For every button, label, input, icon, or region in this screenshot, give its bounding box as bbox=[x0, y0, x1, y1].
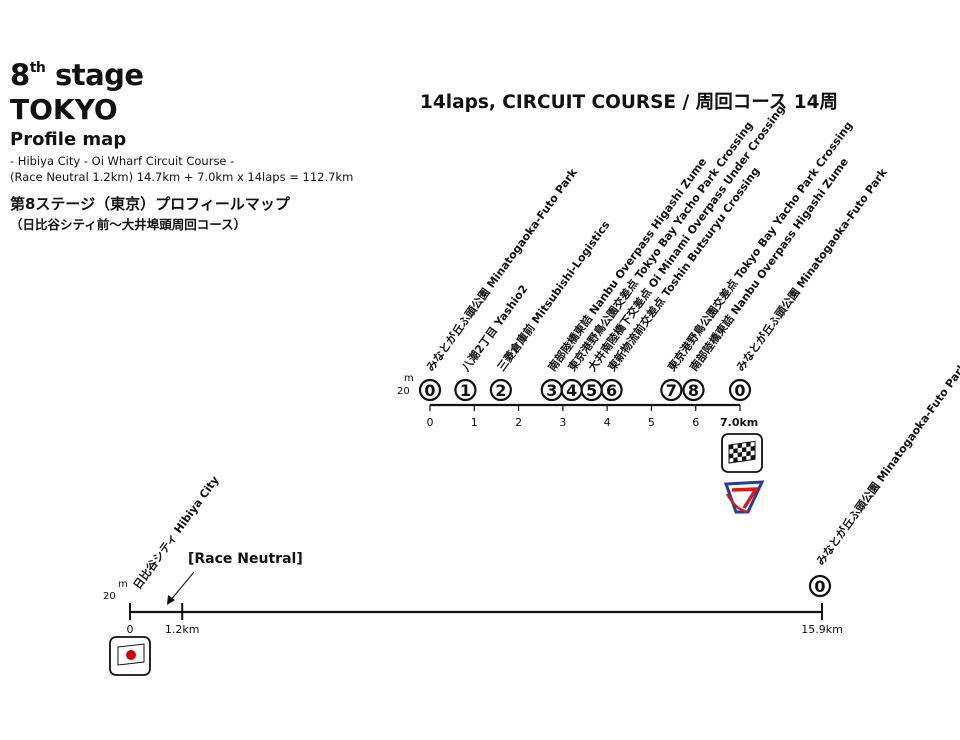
stage-title: 8th stage bbox=[10, 58, 144, 92]
circuit-checkpoint-number: 2 bbox=[495, 381, 506, 400]
circuit-checkpoint-2 bbox=[489, 378, 512, 402]
circuit-checkpoint-number: 8 bbox=[688, 381, 699, 400]
circuit-checkpoint-number: 4 bbox=[566, 381, 577, 400]
circuit-end-label: 7.0km bbox=[720, 416, 758, 429]
approach-end-checkpoint-number: 0 bbox=[814, 577, 825, 596]
approach-tick-label: 15.9km bbox=[801, 623, 843, 636]
stage-word: stage bbox=[54, 58, 144, 92]
circuit-checkpoint-8 bbox=[682, 378, 705, 402]
circuit-checkpoint-label: 八潮2丁目 Yashio2 bbox=[458, 282, 531, 375]
circuit-ticks: 0 1 2 3 4 5 6 bbox=[427, 405, 741, 429]
circuit-checkpoint-number: 3 bbox=[546, 381, 557, 400]
circuit-tick-label: 4 bbox=[604, 416, 611, 429]
approach-tick-label: 1.2km bbox=[165, 623, 200, 636]
circuit-axis-unit-value: 20 bbox=[397, 386, 410, 397]
start-location-label: 日比谷シティ Hibiya City bbox=[130, 473, 222, 592]
checkered-flag-icon bbox=[721, 433, 763, 473]
circuit-checkpoint-number: 0 bbox=[424, 381, 435, 400]
circuit-checkpoint-0 bbox=[418, 378, 442, 402]
circuit-checkpoint-number: 5 bbox=[586, 381, 597, 400]
circuit-checkpoint-label: みなとが丘ふ頭公園 Minatogaoka-Futo Park bbox=[423, 165, 580, 374]
arrow-head-icon bbox=[167, 595, 175, 605]
race-distance: (Race Neutral 1.2km) 14.7km + 7.0km x 14… bbox=[10, 170, 354, 184]
approach-ticks: 0 1.2km 15.9km bbox=[127, 603, 843, 636]
circuit-checkpoint-7 bbox=[660, 378, 683, 402]
circuit-tick-label: 1 bbox=[471, 416, 478, 429]
approach-end-label: みなとが丘ふ頭公園 Minatogaoka-Futo Park bbox=[813, 359, 960, 568]
japanese-course-name: （日比谷シティ前〜大井埠頭周回コース） bbox=[10, 217, 247, 232]
race-neutral-arrow bbox=[169, 571, 195, 602]
tour-of-japan-logo-icon bbox=[723, 480, 765, 514]
race-neutral-label: [Race Neutral] bbox=[188, 551, 303, 567]
approach-axis-unit-m: m bbox=[118, 579, 128, 590]
circuit-checkpoint-1 bbox=[454, 378, 477, 402]
circuit-checkpoint-number: 7 bbox=[666, 381, 677, 400]
city-title: TOKYO bbox=[10, 93, 118, 126]
circuit-checkpoint-9 bbox=[728, 378, 752, 402]
japanese-title: 第8ステージ（東京）プロフィールマップ bbox=[10, 195, 290, 213]
approach-axis-unit-value: 20 bbox=[103, 591, 116, 602]
circuit-tick-label: 3 bbox=[559, 416, 566, 429]
circuit-tick-label: 0 bbox=[427, 416, 434, 429]
profile-subtitle: Profile map bbox=[10, 129, 127, 150]
circuit-checkpoint-number: 0 bbox=[734, 381, 745, 400]
circuit-tick-label: 5 bbox=[648, 416, 655, 429]
circuit-tick-label: 2 bbox=[515, 416, 522, 429]
approach-tick-label: 0 bbox=[127, 623, 134, 636]
circuit-checkpoint-number: 1 bbox=[460, 381, 471, 400]
circuit-axis-unit-m: m bbox=[404, 373, 414, 384]
circuit-title: 14laps, CIRCUIT COURSE / 周回コース 14周 bbox=[420, 92, 838, 113]
course-name: - Hibiya City - Oi Wharf Circuit Course … bbox=[10, 154, 235, 168]
japan-flag-icon bbox=[109, 636, 151, 676]
circuit-checkpoint-number: 6 bbox=[606, 381, 617, 400]
circuit-checkpoint-6 bbox=[600, 378, 623, 402]
stage-suffix: th bbox=[29, 60, 46, 76]
stage-number: 8 bbox=[10, 58, 30, 92]
circuit-checkpoints: 0 みなとが丘ふ頭公園 Minatogaoka-Futo Park 1 八潮2丁目 Y… bbox=[418, 102, 890, 402]
circuit-tick-label: 6 bbox=[692, 416, 699, 429]
approach-end-checkpoint bbox=[808, 574, 832, 598]
